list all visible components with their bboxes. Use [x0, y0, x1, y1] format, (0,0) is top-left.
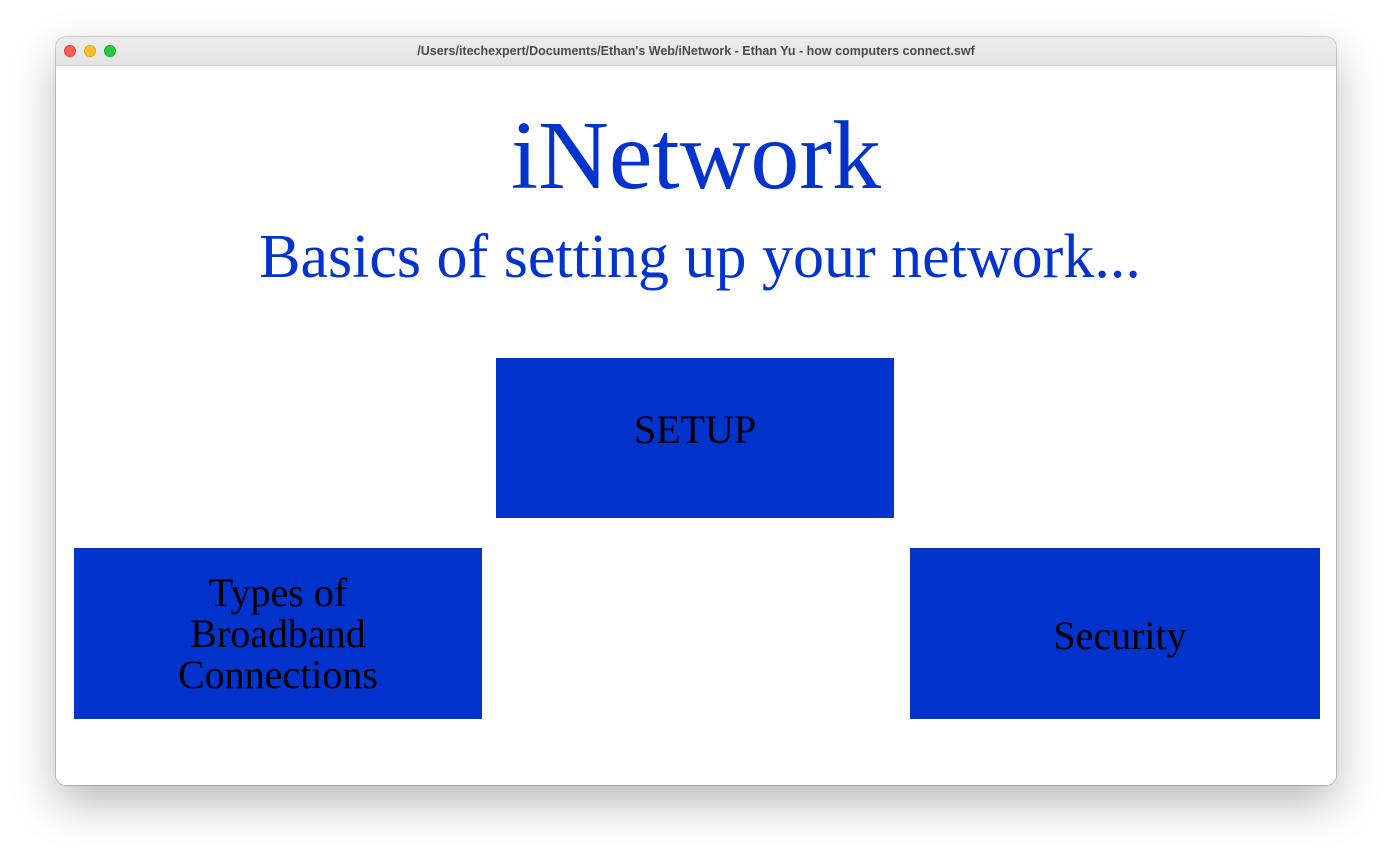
setup-button[interactable]: SETUP	[496, 358, 894, 518]
window-title: /Users/itechexpert/Documents/Ethan's Web…	[417, 44, 975, 58]
broadband-types-button[interactable]: Types of Broadband Connections	[74, 548, 482, 719]
maximize-window-icon[interactable]	[104, 45, 116, 57]
setup-button-label: SETUP	[633, 407, 757, 452]
close-window-icon[interactable]	[64, 45, 76, 57]
security-button[interactable]: Security	[910, 548, 1320, 719]
security-button-label: Security	[1053, 612, 1187, 658]
page-title: iNetwork	[510, 102, 882, 210]
app-window: /Users/itechexpert/Documents/Ethan's Web…	[56, 37, 1336, 785]
minimize-window-icon[interactable]	[84, 45, 96, 57]
flash-content-area: iNetwork Basics of setting up your netwo…	[56, 66, 1336, 785]
broadband-types-button-label: Types of Broadband Connections	[178, 570, 378, 697]
title-bar[interactable]: /Users/itechexpert/Documents/Ethan's Web…	[56, 37, 1336, 66]
page-subtitle: Basics of setting up your network...	[259, 223, 1141, 291]
